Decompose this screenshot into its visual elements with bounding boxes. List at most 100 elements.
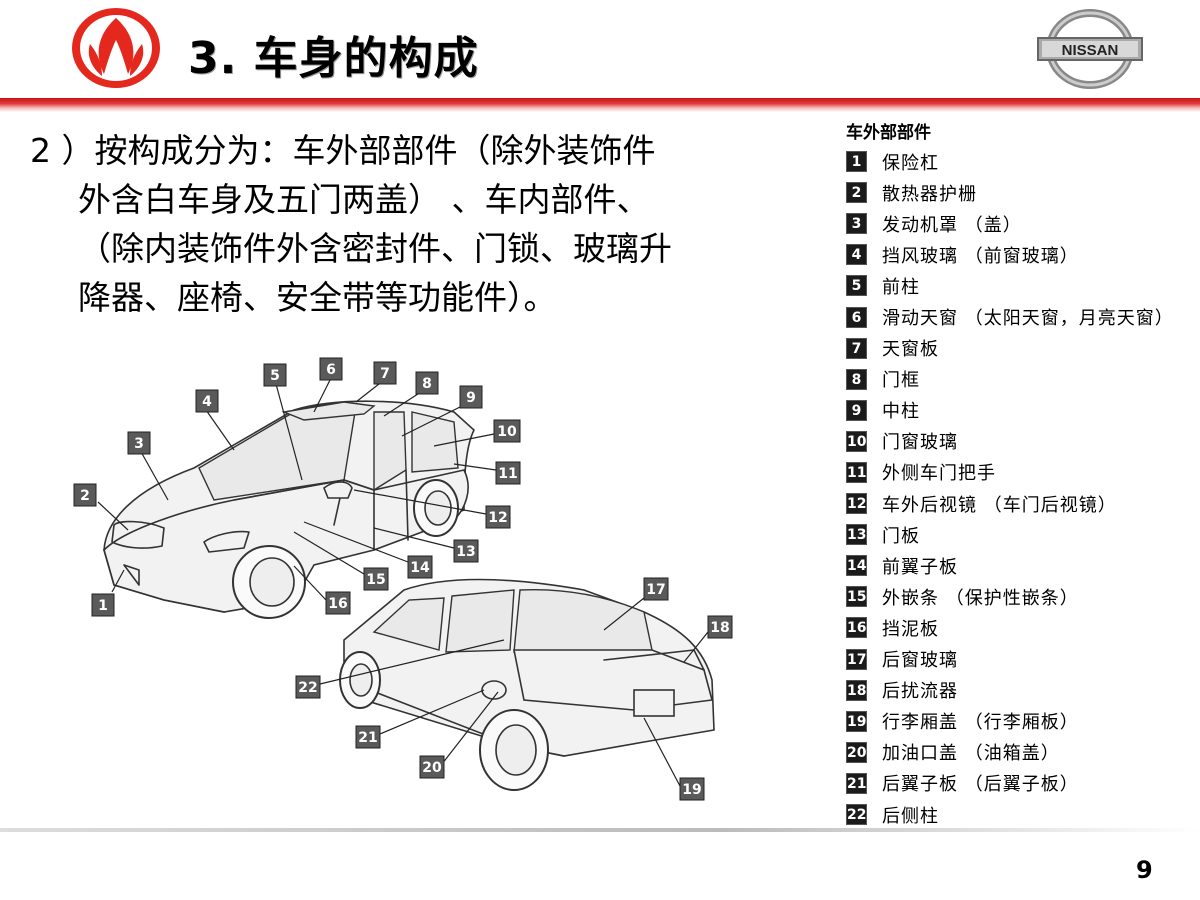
callout-4: 4 (195, 389, 219, 413)
car-diagram: 1 2 3 4 5 6 7 8 9 10 11 12 13 14 15 16 1… (44, 350, 736, 806)
callout-11: 11 (495, 461, 521, 485)
callout-2: 2 (73, 483, 97, 507)
nissan-logo-icon: NISSAN (1037, 9, 1143, 89)
callout-18: 18 (707, 615, 733, 639)
item-label: 门窗玻璃 (882, 432, 958, 454)
item-number: 22 (846, 804, 867, 826)
svg-text:12: 12 (488, 510, 507, 526)
description-line: （除内装饰件外含密封件、门锁、玻璃升 (78, 229, 672, 268)
leader-lines (97, 379, 709, 787)
item-number: 3 (846, 213, 867, 235)
callout-5: 5 (263, 363, 287, 387)
item-label: 发动机罩 （盖） (882, 214, 1022, 236)
svg-text:11: 11 (498, 466, 517, 482)
header-divider (0, 98, 1200, 112)
svg-text:10: 10 (497, 424, 517, 440)
item-number: 13 (846, 524, 867, 546)
item-number: 17 (846, 648, 867, 670)
svg-text:19: 19 (682, 782, 701, 798)
dongfeng-logo-icon (72, 8, 160, 88)
page-title: 3. 车身的构成 (188, 33, 479, 84)
item-number: 5 (846, 275, 867, 297)
item-label: 滑动天窗 （太阳天窗，月亮天窗） (882, 308, 1174, 330)
item-label: 后窗玻璃 (882, 650, 958, 672)
callout-7: 7 (373, 361, 397, 385)
item-label: 加油口盖 （油箱盖） (882, 743, 1060, 765)
description-line: 2 ）按构成分为：车外部部件（除外装饰件 (30, 131, 656, 170)
item-label: 后扰流器 (882, 681, 958, 703)
list-item: 22 后侧柱 (846, 799, 1174, 830)
item-number: 11 (846, 461, 867, 483)
svg-text:15: 15 (366, 572, 385, 588)
item-label: 中柱 (882, 401, 920, 423)
item-number: 18 (846, 679, 867, 701)
item-label: 天窗板 (882, 339, 939, 361)
callout-19: 19 (679, 777, 705, 801)
callout-6: 6 (319, 357, 343, 381)
svg-text:3: 3 (134, 436, 144, 452)
list-item: 3 发动机罩 （盖） (846, 208, 1174, 239)
item-number: 14 (846, 555, 867, 577)
nissan-logo-text: NISSAN (1062, 42, 1119, 59)
list-item: 13 门板 (846, 519, 1174, 550)
list-item: 20 加油口盖 （油箱盖） (846, 737, 1174, 768)
item-number: 20 (846, 741, 867, 763)
svg-text:7: 7 (380, 366, 390, 382)
callout-14: 14 (407, 555, 433, 579)
item-label: 外嵌条 （保护性嵌条） (882, 587, 1079, 609)
svg-text:13: 13 (456, 544, 475, 560)
svg-text:18: 18 (710, 620, 729, 636)
callout-20: 20 (419, 755, 445, 779)
description-line: 外含白车身及五门两盖） 、车内部件、 (78, 180, 650, 219)
item-label: 挡泥板 (882, 618, 939, 640)
item-number: 2 (846, 182, 867, 204)
item-label: 后翼子板 （后翼子板） (882, 774, 1079, 796)
callout-8: 8 (415, 371, 439, 395)
callout-16: 16 (325, 591, 351, 615)
svg-text:9: 9 (466, 390, 476, 406)
item-number: 16 (846, 617, 867, 639)
rear-car-illustration (339, 578, 715, 791)
svg-text:20: 20 (422, 760, 442, 776)
item-number: 6 (846, 306, 867, 328)
item-label: 保险杠 (882, 152, 939, 174)
item-label: 散热器护栅 (882, 183, 977, 205)
callout-10: 10 (493, 419, 521, 443)
footer-divider (0, 828, 1200, 832)
svg-text:21: 21 (358, 730, 377, 746)
item-label: 车外后视镜 （车门后视镜） (882, 494, 1117, 516)
svg-text:6: 6 (326, 362, 336, 378)
item-label: 前柱 (882, 276, 920, 298)
item-number: 8 (846, 368, 867, 390)
parts-legend-title: 车外部部件 (846, 123, 931, 143)
svg-text:4: 4 (202, 394, 212, 410)
svg-text:16: 16 (328, 596, 347, 612)
svg-text:2: 2 (80, 488, 90, 504)
svg-text:14: 14 (410, 560, 430, 576)
list-item: 5 前柱 (846, 270, 1174, 301)
front-car-illustration (103, 400, 475, 619)
list-item: 17 后窗玻璃 (846, 644, 1174, 675)
callout-15: 15 (363, 567, 389, 591)
item-label: 门板 (882, 525, 920, 547)
svg-text:22: 22 (298, 680, 317, 696)
item-label: 后侧柱 (882, 805, 939, 827)
item-number: 4 (846, 244, 867, 266)
list-item: 6 滑动天窗 （太阳天窗，月亮天窗） (846, 301, 1174, 332)
callout-labels: 1 2 3 4 5 6 7 8 9 10 11 12 13 14 15 16 1… (73, 357, 733, 801)
description-line: 降器、座椅、安全带等功能件）。 (78, 278, 557, 317)
callout-21: 21 (355, 725, 381, 749)
svg-text:5: 5 (270, 368, 280, 384)
item-label: 外侧车门把手 (882, 463, 996, 485)
